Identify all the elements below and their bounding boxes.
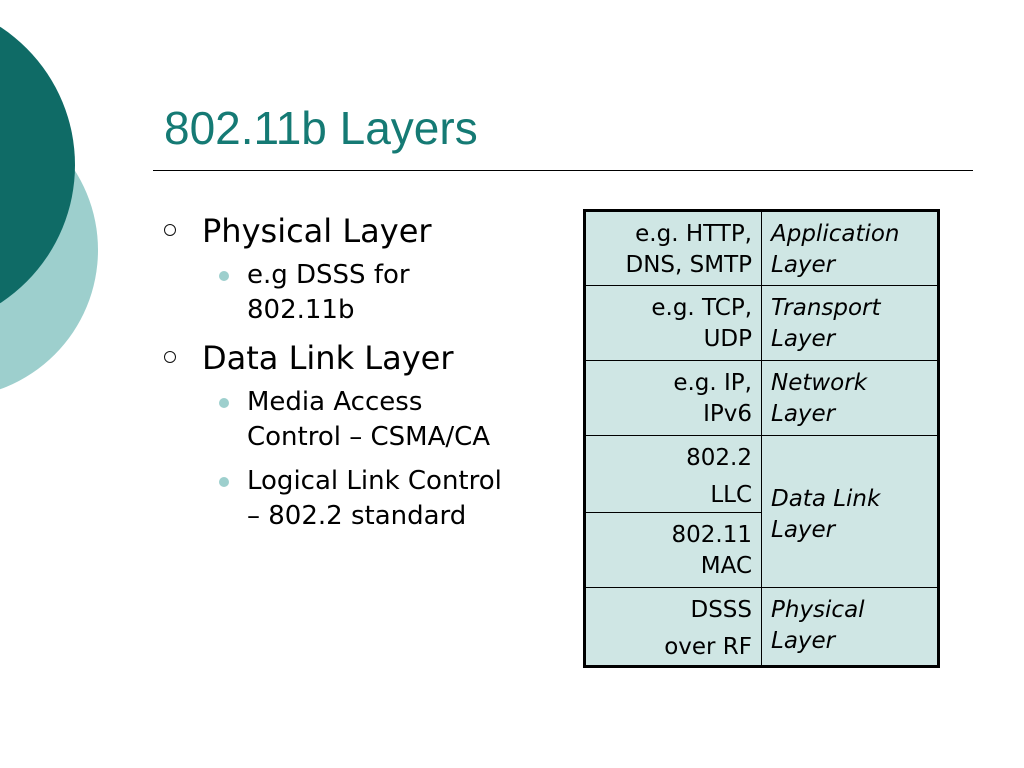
- sub-bullet-llc: Logical Link Control – 802.2 standard: [216, 464, 564, 534]
- dot-bullet-icon: [219, 271, 229, 281]
- hollow-circle-bullet-icon: [164, 224, 176, 236]
- sub-bullet-line: Logical Link Control: [247, 466, 502, 496]
- dot-bullet-icon: [219, 398, 229, 408]
- hollow-circle-bullet-icon: [164, 351, 176, 363]
- example-cell: e.g. TCP, UDP: [584, 285, 762, 361]
- example-cell: DSSS over RF: [584, 587, 762, 667]
- bullet-text: Data Link Layer: [202, 339, 454, 377]
- sub-bullet-line: Control – CSMA/CA: [247, 422, 491, 452]
- example-cell: 802.11 MAC: [584, 512, 762, 588]
- sub-bullet-line: – 802.2 standard: [247, 501, 467, 531]
- table-row: e.g. TCP, UDP Transport Layer: [584, 285, 939, 361]
- example-cell: e.g. IP, IPv6: [584, 360, 762, 436]
- bullet-physical-layer: Physical Layer: [164, 210, 564, 252]
- slide-title: 802.11b Layers: [164, 102, 478, 154]
- layer-name-cell: Network Layer: [761, 360, 939, 436]
- protocol-layer-table: e.g. HTTP, DNS, SMTP Application Layer e…: [583, 209, 940, 668]
- dark-circle: [0, 26, 75, 304]
- decorative-circles: [0, 26, 98, 390]
- bullet-text: Physical Layer: [202, 212, 432, 250]
- layer-name-cell: Physical Layer: [761, 587, 939, 667]
- bullet-data-link-layer: Data Link Layer: [164, 337, 564, 379]
- table-row: e.g. IP, IPv6 Network Layer: [584, 360, 939, 436]
- table-row: DSSS over RF Physical Layer: [584, 587, 939, 667]
- table-row: 802.2 LLC Data Link Layer: [584, 435, 939, 588]
- bullet-list: Physical Layer e.g DSSS for 802.11b Data…: [164, 210, 564, 543]
- layer-name-cell: Application Layer: [761, 210, 939, 286]
- layer-name-cell: Data Link Layer: [761, 435, 939, 588]
- sub-bullet-line: Media Access: [247, 387, 423, 417]
- layer-name-cell: Transport Layer: [761, 285, 939, 361]
- example-cell: 802.2 LLC: [584, 435, 762, 513]
- sub-bullet-line: e.g DSSS for: [247, 260, 410, 290]
- table-row: 802.11 MAC: [584, 512, 939, 588]
- dot-bullet-icon: [219, 477, 229, 487]
- sub-bullet-line: 802.11b: [247, 295, 355, 325]
- example-cell: e.g. HTTP, DNS, SMTP: [584, 210, 762, 286]
- title-divider: [153, 170, 973, 171]
- table-row: e.g. HTTP, DNS, SMTP Application Layer: [584, 210, 939, 286]
- sub-bullet-dsss: e.g DSSS for 802.11b: [216, 258, 564, 328]
- sub-bullet-mac: Media Access Control – CSMA/CA: [216, 385, 564, 455]
